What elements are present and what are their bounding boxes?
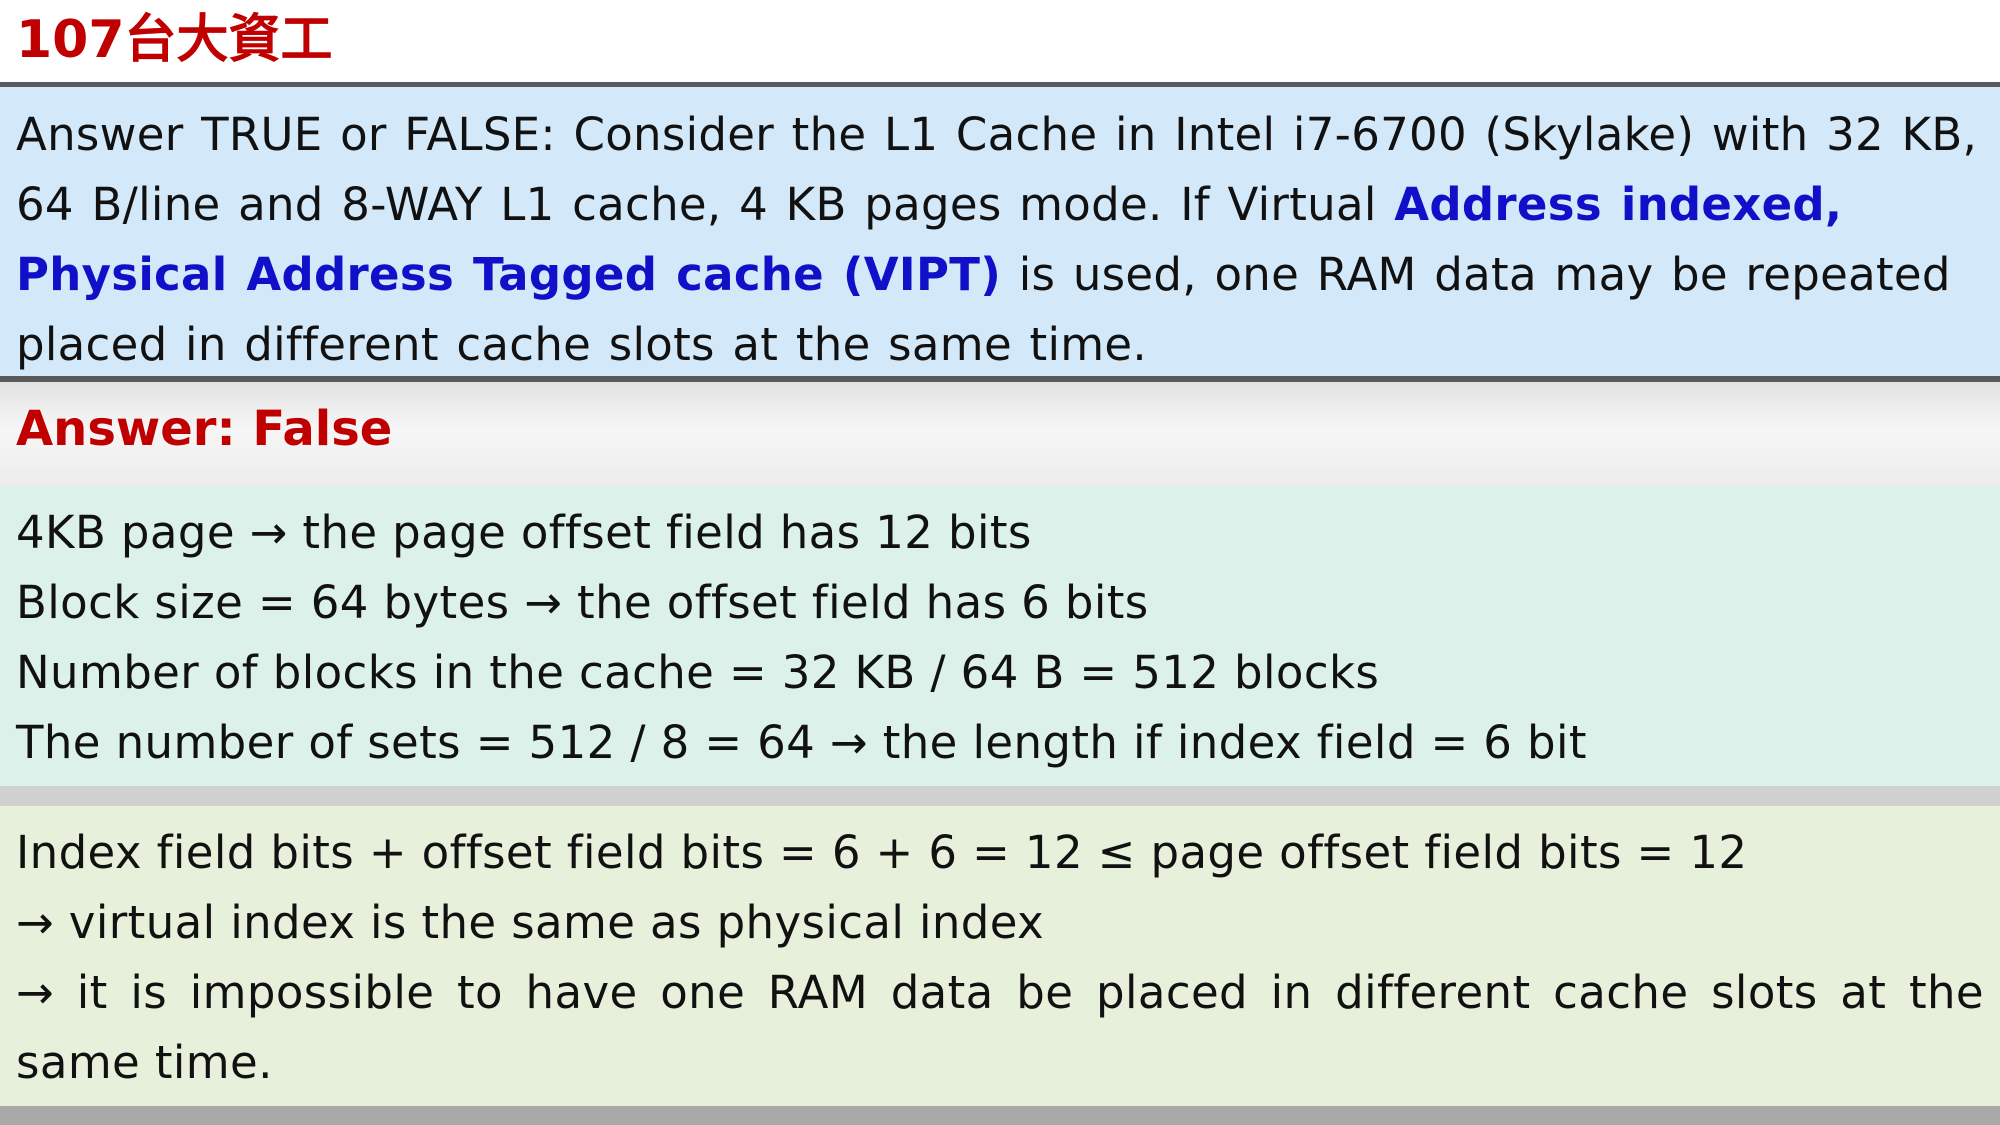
calc-line: Block size = 64 bytes → the offset field… — [16, 576, 1149, 629]
title-bar: 107台大資工 — [0, 0, 2000, 84]
title-divider — [0, 82, 2000, 87]
bottom-strip — [0, 1106, 2000, 1125]
conclusion-line: same time. — [16, 1036, 273, 1089]
question-box: Answer TRUE or FALSE: Consider the L1 Ca… — [0, 87, 2000, 376]
conclusion-line: → it is impossible to have one RAM data … — [16, 966, 1984, 1019]
section-divider — [0, 786, 2000, 806]
answer-header: Answer: False — [0, 382, 2000, 486]
page-title: 107台大資工 — [16, 10, 333, 70]
question-part2: is used, one RAM data may be repeated pl… — [16, 248, 1951, 371]
calc-line: 4KB page → the page offset field has 12 … — [16, 506, 1032, 559]
calc-line: The number of sets = 512 / 8 = 64 → the … — [16, 716, 1587, 769]
question-highlight: Address indexed, Physical Address Tagged… — [16, 178, 1843, 301]
answer-label: Answer: False — [16, 401, 393, 457]
calc-line: Number of blocks in the cache = 32 KB / … — [16, 646, 1380, 699]
conclusion-box: Index field bits + offset field bits = 6… — [0, 806, 2000, 1106]
question-part1: Answer TRUE or FALSE: Consider the L1 Ca… — [16, 108, 1978, 231]
calculation-box: 4KB page → the page offset field has 12 … — [0, 486, 2000, 786]
question-text: Answer TRUE or FALSE: Consider the L1 Ca… — [16, 100, 1984, 380]
conclusion-line: Index field bits + offset field bits = 6… — [16, 826, 1748, 879]
question-divider — [0, 376, 2000, 382]
conclusion-line: → virtual index is the same as physical … — [16, 896, 1045, 949]
